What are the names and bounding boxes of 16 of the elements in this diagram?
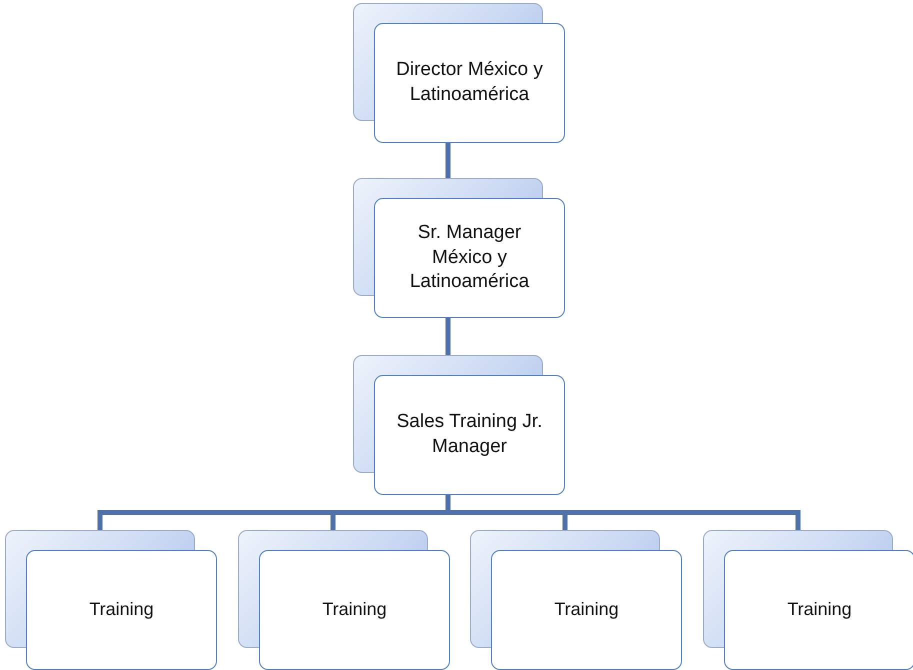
stacked-card	[703, 530, 913, 670]
stacked-card	[353, 355, 566, 495]
position-title: Training	[322, 598, 387, 622]
connector-line	[446, 143, 450, 178]
stacked-card	[5, 530, 218, 670]
position-title: Sr. Manager México y Latinoamérica	[408, 220, 530, 294]
connector-line	[446, 318, 450, 355]
stacked-card	[238, 530, 451, 670]
position-title: Training	[554, 598, 619, 622]
position-title: Sales Training Jr. Manager	[396, 410, 544, 459]
stacked-card	[353, 178, 566, 318]
position-title: Director México y Latinoamérica	[395, 58, 544, 107]
stacked-card	[470, 530, 683, 670]
position-title: Training	[89, 598, 154, 622]
stacked-card	[353, 3, 566, 143]
position-title: Training	[787, 598, 852, 622]
